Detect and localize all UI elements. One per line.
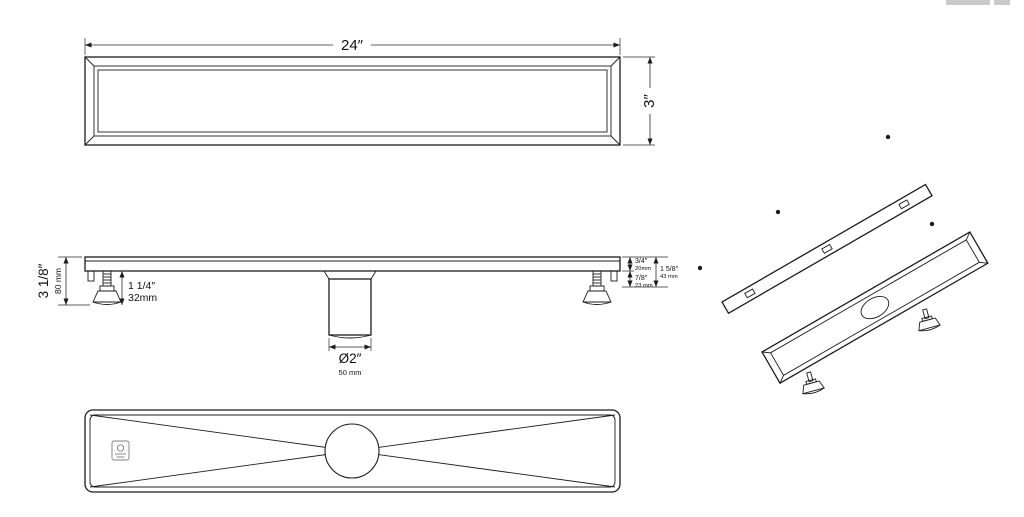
right-adjustable-foot xyxy=(582,270,612,305)
side-view-channel xyxy=(84,256,621,272)
bottom-drain-circle xyxy=(324,423,380,479)
dim-foot-height-mm: 32mm xyxy=(128,292,157,304)
dimension-top-width: 24″ xyxy=(84,37,621,55)
dim-foot-height-in: 1 1/4″ xyxy=(128,280,155,292)
top-view: 24″ 3″ xyxy=(84,37,658,146)
iso-channel-body xyxy=(761,231,989,385)
iso-screw-dot xyxy=(697,265,703,271)
dim-channel-lower-in: 7/8″ xyxy=(635,275,648,282)
dim-outlet-diameter-in: Ø2″ xyxy=(339,351,362,366)
dimension-top-height: 3″ xyxy=(623,56,658,146)
iso-cover-plate xyxy=(721,183,933,315)
left-adjustable-foot xyxy=(92,270,122,305)
isometric-exploded-view xyxy=(697,134,989,395)
bottom-view xyxy=(84,409,621,493)
dim-flange-in: 3/4″ xyxy=(635,258,648,265)
iso-foot-left xyxy=(802,371,825,395)
iso-screw-dot xyxy=(885,134,891,140)
dim-overall-height-mm: 80 mm xyxy=(53,268,63,294)
bottom-view-inner-rect xyxy=(89,414,616,488)
side-view: 3 1/8″ 80 mm 1 1/4″ 32mm Ø2″ 50 mm 3/4″ xyxy=(36,256,679,377)
dim-channel-total-mm: 43 mm xyxy=(660,274,678,280)
top-view-outer-rect xyxy=(84,56,621,146)
bottom-view-outer-rect xyxy=(84,409,621,493)
top-view-grate-rect xyxy=(97,69,608,133)
clipped-brand-mark xyxy=(946,0,1010,5)
dim-outlet-diameter-mm: 50 mm xyxy=(339,368,362,377)
top-view-flange-rect xyxy=(93,65,612,137)
dimension-outlet-diameter: Ø2″ 50 mm xyxy=(328,338,372,377)
dim-channel-total-in: 1 5/8″ xyxy=(660,266,679,273)
certification-mark xyxy=(111,440,130,461)
iso-foot-right xyxy=(918,308,941,332)
center-outlet-pipe xyxy=(323,270,377,339)
dimension-overall-height: 3 1/8″ 80 mm xyxy=(36,256,90,306)
dim-top-height-label: 3″ xyxy=(641,93,658,107)
dim-channel-lower-mm: 23 mm xyxy=(635,283,653,289)
dimension-foot-height: 1 1/4″ 32mm xyxy=(112,270,157,305)
iso-screw-dot xyxy=(775,209,781,215)
iso-drain-hole xyxy=(860,296,890,320)
dim-flange-mm: 20mm xyxy=(635,266,651,272)
dimension-right-stack: 3/4″ 20mm 7/8″ 23 mm 1 5/8″ 43 mm xyxy=(622,256,679,289)
dim-top-width-label: 24″ xyxy=(341,37,364,54)
iso-screw-dot xyxy=(929,221,935,227)
dim-overall-height-in: 3 1/8″ xyxy=(36,263,51,298)
